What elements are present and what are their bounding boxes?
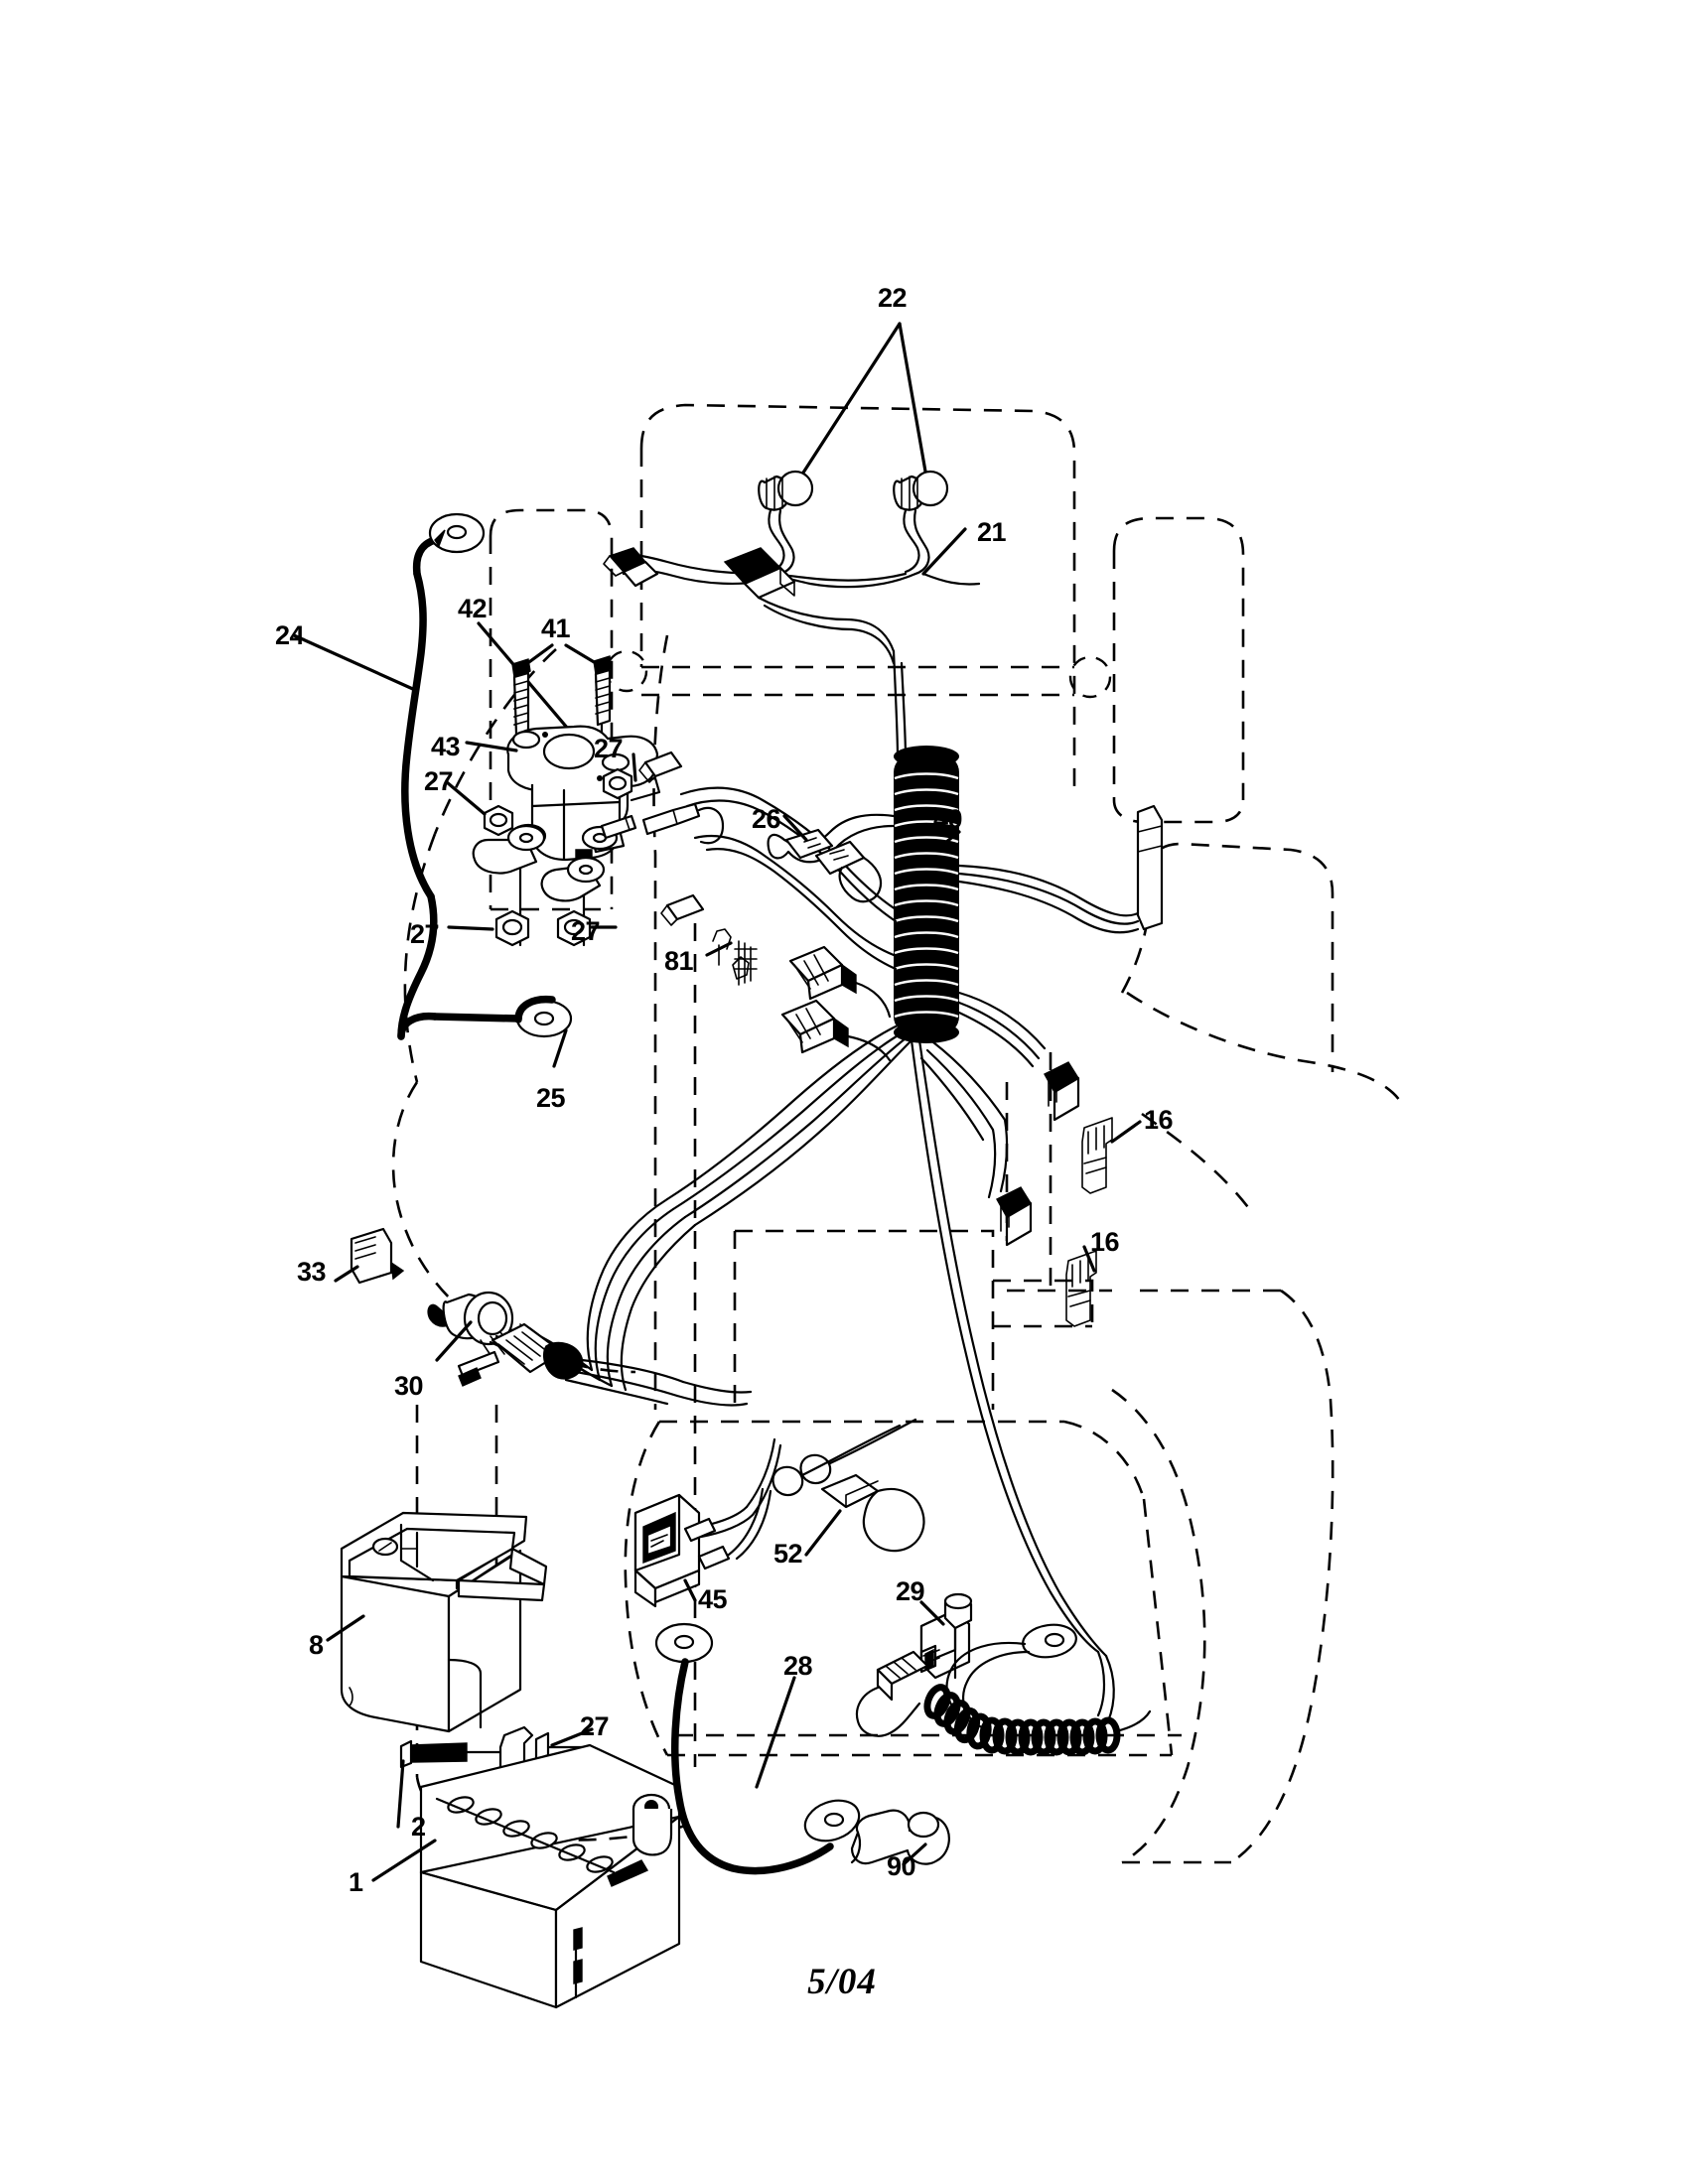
- cable-positive-24: [292, 512, 486, 900]
- battery-box-8: [326, 1511, 548, 1733]
- callout-28: 28: [783, 1651, 813, 1681]
- harness-connectors-mid: [780, 945, 892, 1062]
- callout-33: 33: [297, 1257, 327, 1287]
- callout-45: 45: [698, 1584, 728, 1614]
- callout-90: 90: [887, 1851, 916, 1881]
- ground-cable-28: [654, 1622, 861, 1875]
- callout-27-c: 27: [410, 919, 440, 949]
- callout-30: 30: [394, 1371, 424, 1401]
- callout-41: 41: [541, 614, 571, 643]
- hour-meter-45: [633, 1418, 917, 1608]
- callout-81: 81: [664, 946, 694, 976]
- callout-43: 43: [431, 732, 461, 761]
- callout-40: 40: [933, 804, 963, 834]
- solenoid-starter-43: [465, 725, 659, 947]
- callout-1: 1: [349, 1867, 363, 1897]
- callout-8: 8: [309, 1630, 324, 1660]
- callout-21: 21: [977, 517, 1007, 547]
- callout-16-b: 16: [1090, 1227, 1120, 1257]
- ignition-switch-30: [334, 1227, 753, 1407]
- callout-27-d: 27: [571, 916, 601, 946]
- callout-42: 42: [458, 594, 488, 623]
- ignition-key-33: [334, 1227, 405, 1285]
- callout-52: 52: [773, 1539, 803, 1569]
- fuse-26: [782, 814, 883, 903]
- revision-date-stamp: 5/04: [807, 1962, 877, 2002]
- right-branch-connectors: [919, 991, 1142, 1327]
- callout-29: 29: [896, 1576, 925, 1606]
- screws-41: [511, 643, 613, 776]
- convoluted-sheath: [894, 746, 959, 1043]
- callout-27-b: 27: [594, 734, 624, 763]
- callout-26: 26: [752, 804, 781, 834]
- terminal-boot-90: [850, 1809, 950, 1866]
- headlight-assembly: [603, 322, 981, 665]
- cable-tie-81: [705, 928, 758, 986]
- callout-16-a: 16: [1144, 1105, 1174, 1135]
- callout-27-e: 27: [580, 1711, 610, 1741]
- hex-nuts-27: [445, 752, 637, 947]
- callout-27-a: 27: [424, 766, 454, 796]
- interlock-switch-29: [855, 1592, 1152, 1756]
- callout-22: 22: [878, 283, 908, 313]
- callout-24: 24: [275, 620, 305, 650]
- boot-52: [804, 1473, 925, 1557]
- callout-25: 25: [536, 1083, 566, 1113]
- cable-ground-25: [397, 892, 573, 1068]
- callout-2: 2: [411, 1812, 426, 1842]
